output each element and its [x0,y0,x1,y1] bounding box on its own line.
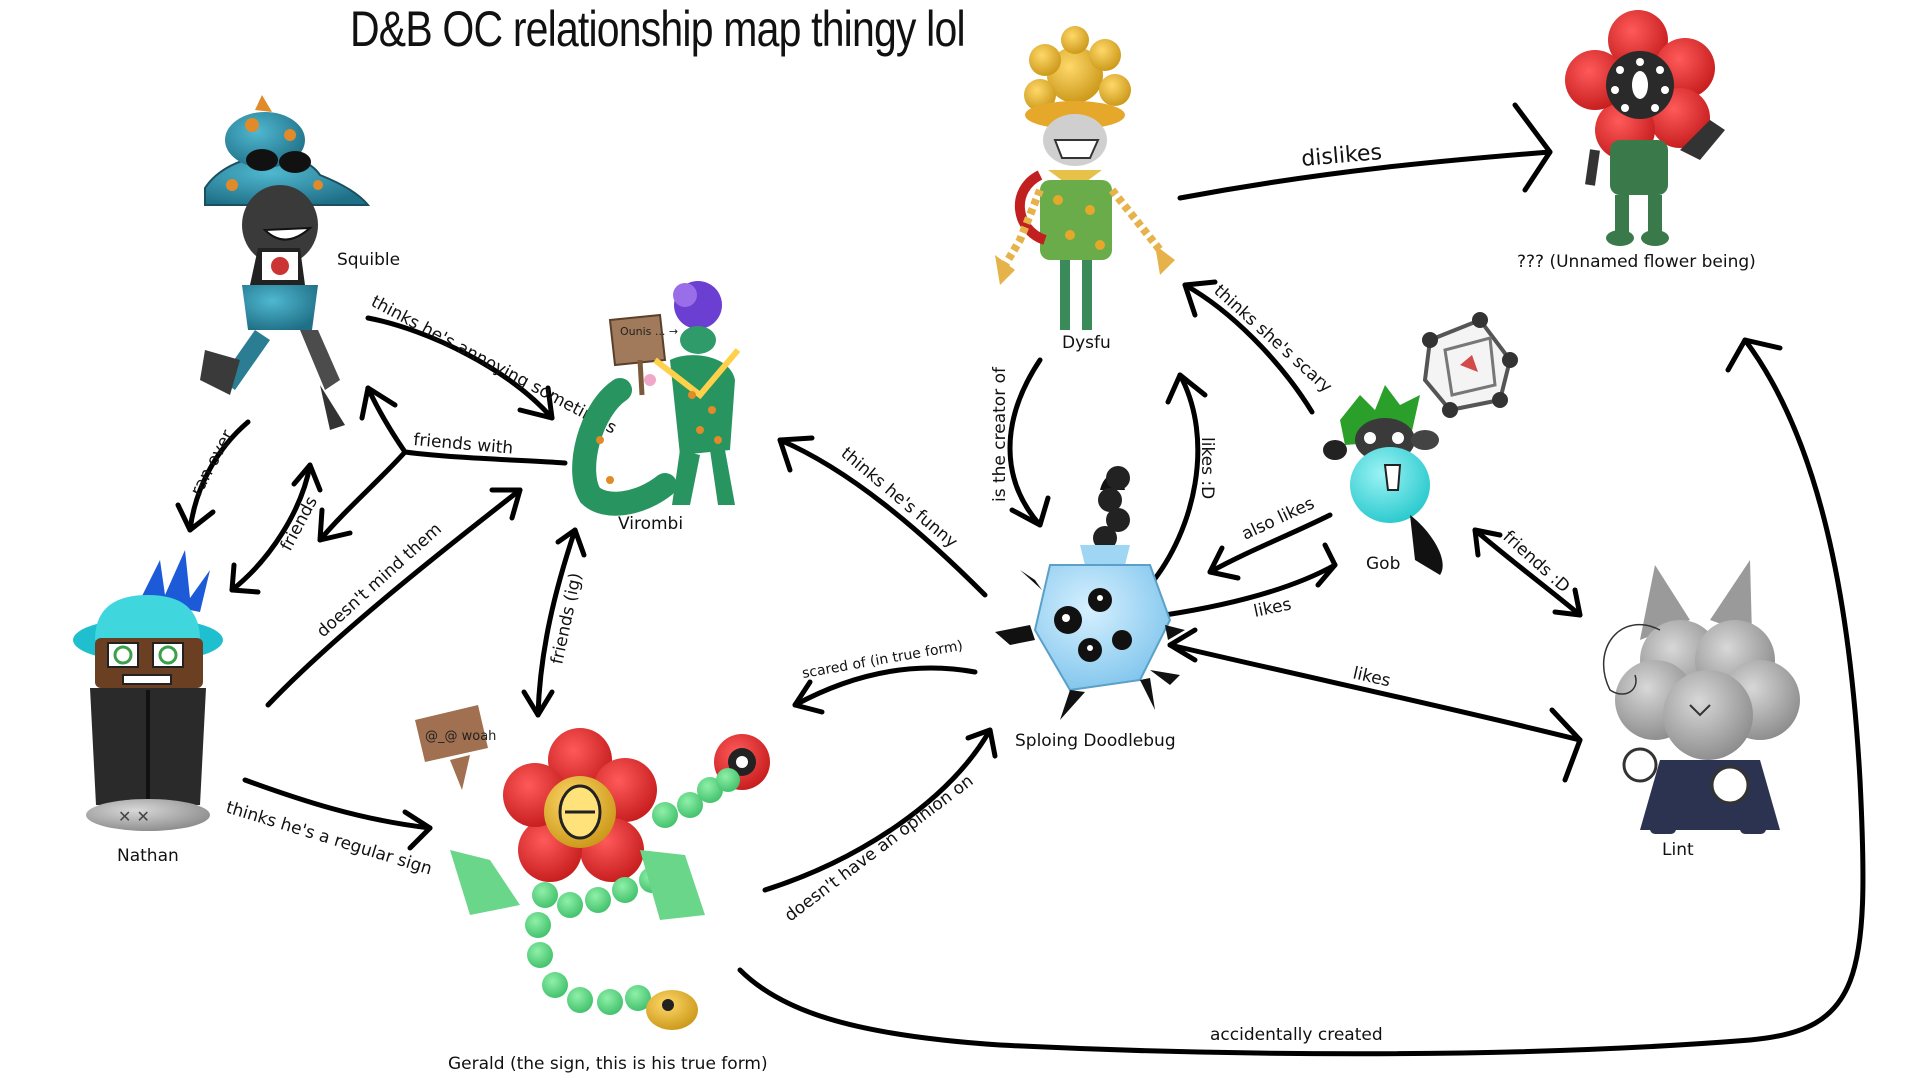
arrowhead-sploing-to-lint [1167,627,1198,663]
arrow-nathan-to-gerald [242,777,433,831]
label-friends-d: friends :D [1499,527,1574,597]
arrow-gob-to-dysfu [1182,282,1315,415]
arrowhead-gob-to-sploing [1207,545,1241,581]
name-gerald: Gerald (the sign, this is his true form) [448,1054,768,1074]
arrow-dysfu-to-sploing [1007,357,1043,528]
sploing-figure [995,466,1185,720]
arrowhead-nathan-to-virombi [489,487,523,521]
arrow-squible-to-virombi [365,315,555,421]
svg-text:✕ ✕: ✕ ✕ [118,807,150,826]
label-scared-of: scared of (in true form) [801,638,964,682]
arrowhead-gerald-top [521,689,555,718]
virombi-sign-text: Ounis ... → [620,325,678,338]
arrowhead-gerald-to-sploing [965,727,998,759]
label-friends: friends [277,493,322,554]
arrow-virombi-gerald [535,527,578,718]
arrowhead-dysfu-to-flower [1512,102,1553,193]
arrowhead-nathan-to-gerald [402,809,433,851]
arrowhead-sploing-to-virombi [777,435,815,473]
label-likes-gob: likes [1252,594,1293,621]
arrow-sploing-to-lint [1167,642,1583,743]
arrow-friends-with-center-to-squible [365,385,408,455]
name-squible: Squible [337,250,401,270]
label-thinks-scary: thinks she's scary [1210,281,1336,397]
nathan-figure: ✕ ✕ [73,550,223,831]
gerald-flower [503,728,657,882]
arrowhead-lint [1552,587,1583,618]
label-creator-of: is the creator of [990,366,1010,502]
squible-figure [200,95,371,430]
lint-figure [1603,560,1800,834]
name-gob: Gob [1366,554,1401,574]
label-friends-ig: friends (ig) [547,571,586,666]
label-squible-virombi: thinks he's annoying sometimes [368,292,620,439]
gob-figure [1323,312,1518,575]
arrowhead-sploing-to-gob [1315,542,1338,588]
arrow-sploing-to-gob [1162,562,1338,618]
name-sploing: Sploing Doodlebug [1015,731,1176,751]
arrow-sploing-to-virombi [777,437,988,598]
arrow-ran-over [187,419,251,533]
label-likes-d: likes :D [1197,437,1217,499]
arrowhead-gob [1472,527,1503,558]
label-thinks-funny: thinks he's funny [837,444,961,553]
arrow-friends-with-center-to-nathan [317,449,408,543]
arrow-gob-lint [1472,527,1583,618]
arrow-friends-with-center-to-virombi [402,449,568,466]
arrowhead-ran-over [175,502,216,533]
name-virombi: Virombi [618,514,684,534]
arrow-gerald-to-sploing [762,727,993,893]
arrow-friends-nathan-squible [229,462,313,593]
arrow-sploing-to-gerald [792,665,978,708]
arrowhead-friends-squible [291,462,323,493]
arrow-nathan-to-virombi [265,487,523,708]
arrowhead-sploing-to-dysfu [1165,372,1208,405]
name-nathan: Nathan [117,846,179,866]
arrowhead-sploing-to-gerald [792,679,825,715]
arrowhead-gerald-to-flower [1725,337,1783,373]
arrowhead-friends-with-squible [359,385,398,421]
arrowhead-virombi [555,527,587,558]
label-ran-over: ran over [187,427,238,500]
virombi-figure: Ounis ... → [572,281,741,516]
arrowhead-gob-to-dysfu [1182,279,1218,318]
arrowhead-sploing-to-lint-end [1549,707,1583,783]
arrow-sploing-to-dysfu [1147,372,1201,588]
arrow-gerald-to-flower [737,337,1866,1057]
arrowhead-friends-nathan [229,562,261,595]
dysfu-figure [995,26,1175,330]
arrow-dysfu-to-flower [1177,149,1553,201]
name-flower: ??? (Unnamed flower being) [1517,252,1756,272]
label-no-opinion: doesn't have an opinion on [781,771,977,926]
arrows [175,102,1866,1057]
gerald-figure: @_@ woah [415,705,770,1030]
arrowhead-squible-to-virombi [517,385,555,421]
gerald-sign-text: @_@ woah [425,729,496,744]
label-accidentally-created: accidentally created [1210,1025,1383,1045]
page-title: D&B OC relationship map thingy lol [350,1,966,57]
name-lint: Lint [1662,840,1694,860]
flower-figure [1565,10,1725,246]
name-dysfu: Dysfu [1062,333,1111,353]
arrow-gob-to-sploing [1207,512,1333,575]
arrowhead-dysfu-to-sploing [1009,495,1051,528]
arrowhead-friends-with-nathan [317,507,353,543]
